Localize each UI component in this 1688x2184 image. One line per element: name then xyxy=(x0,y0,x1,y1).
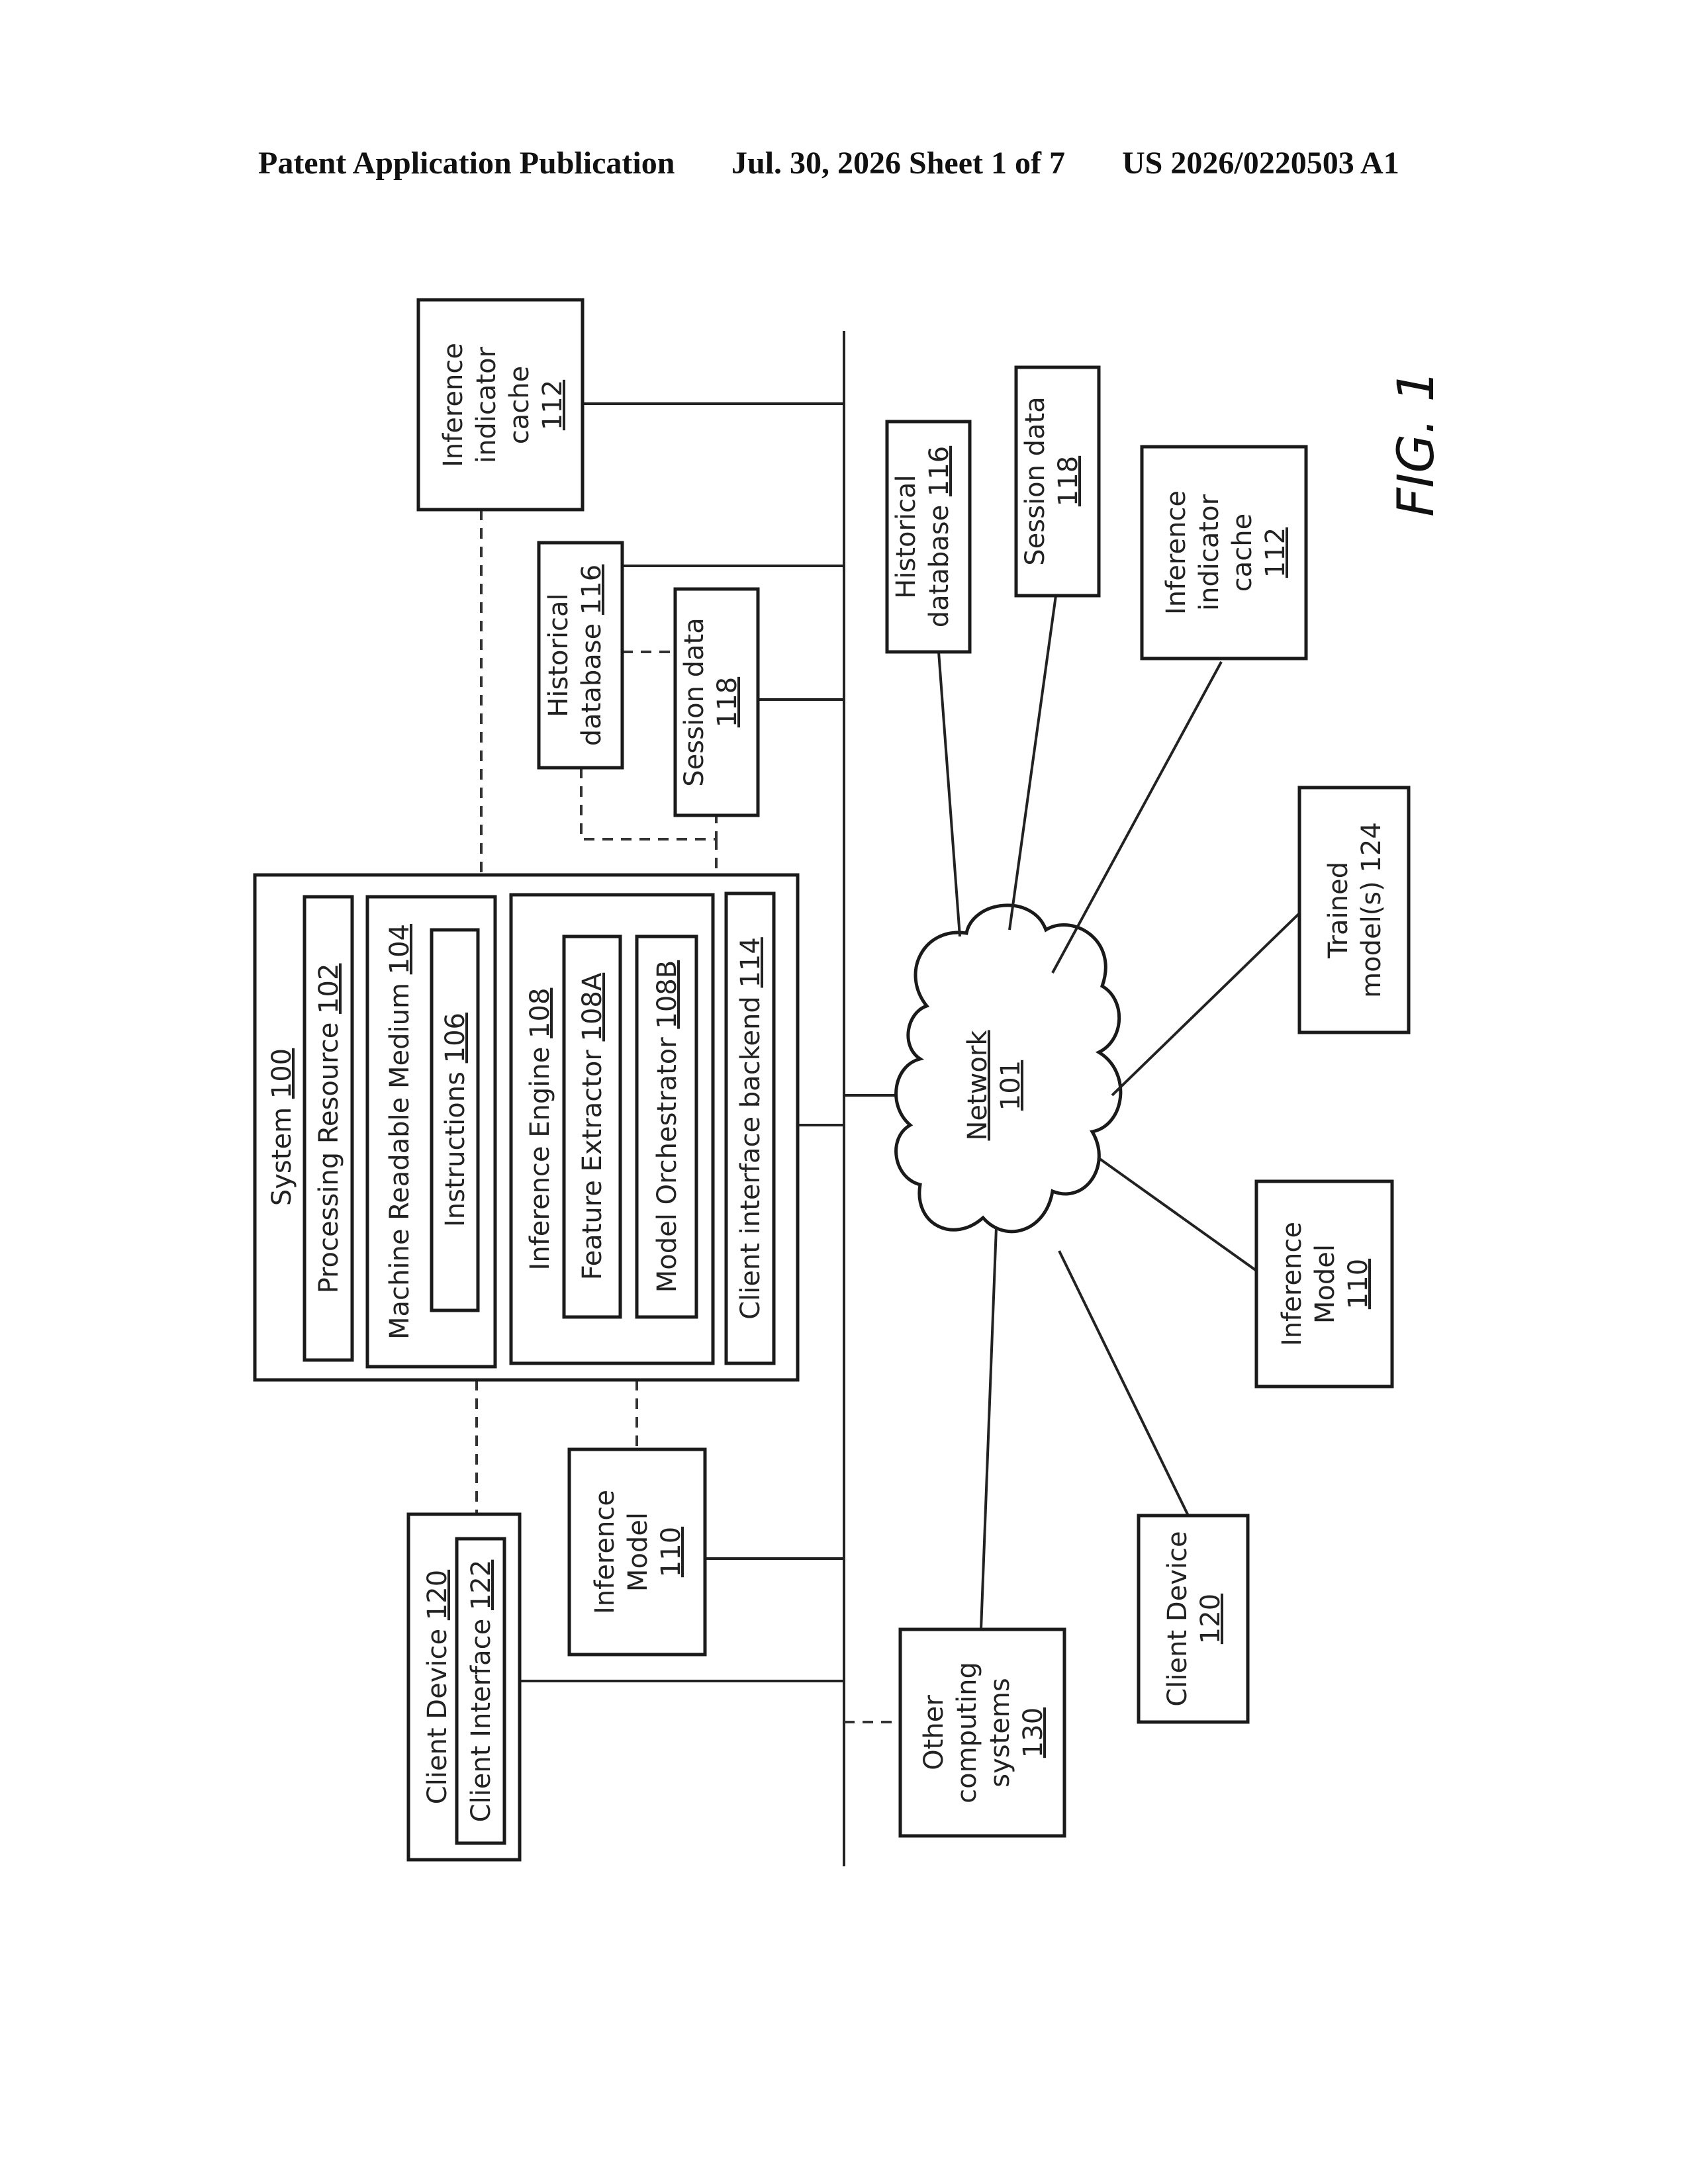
svg-text:Client Interface 122: Client Interface 122 xyxy=(466,1560,496,1823)
svg-text:database 116: database 116 xyxy=(924,446,955,628)
spoke-session xyxy=(1009,596,1056,930)
svg-text:Historical: Historical xyxy=(543,593,574,717)
header-publication: Patent Application Publication xyxy=(258,146,675,181)
svg-text:Inference: Inference xyxy=(590,1490,620,1614)
svg-text:System 100: System 100 xyxy=(267,1048,297,1206)
svg-text:Inference: Inference xyxy=(1277,1222,1307,1346)
svg-text:Other: Other xyxy=(919,1695,949,1770)
svg-text:110: 110 xyxy=(656,1527,686,1577)
medium-label: Machine Readable Medium 104 xyxy=(385,924,415,1340)
instructions-label: Instructions 106 xyxy=(440,1013,471,1227)
spoke-cache xyxy=(1053,662,1221,973)
svg-text:indicator: indicator xyxy=(471,346,502,463)
svg-text:Feature Extractor 108A: Feature Extractor 108A xyxy=(577,972,608,1280)
svg-text:120: 120 xyxy=(1196,1594,1226,1644)
spoke-other xyxy=(981,1228,996,1629)
svg-text:112: 112 xyxy=(538,380,568,430)
model-orchestrator-label: Model Orchestrator 108B xyxy=(652,960,682,1293)
svg-text:Instructions 106: Instructions 106 xyxy=(440,1013,471,1227)
svg-text:Model: Model xyxy=(1310,1244,1340,1324)
spoke-trained xyxy=(1112,910,1303,1095)
svg-text:Trained: Trained xyxy=(1323,862,1354,959)
svg-text:Client interface backend 114: Client interface backend 114 xyxy=(735,937,766,1320)
client-backend-label: Client interface backend 114 xyxy=(735,937,766,1320)
svg-text:FIG. 1: FIG. 1 xyxy=(1386,370,1445,517)
svg-text:118: 118 xyxy=(712,677,743,727)
svg-text:database 116: database 116 xyxy=(577,565,607,747)
header-date-sheet: Jul. 30, 2026 Sheet 1 of 7 xyxy=(731,146,1065,181)
svg-text:Model: Model xyxy=(623,1512,653,1592)
svg-text:model(s) 124: model(s) 124 xyxy=(1356,822,1387,998)
processing-resource-label: Processing Resource 102 xyxy=(314,964,344,1294)
spoke-client-device xyxy=(1059,1251,1188,1516)
svg-text:Client Device: Client Device xyxy=(1162,1531,1193,1706)
svg-text:cache: cache xyxy=(504,366,535,444)
svg-text:cache: cache xyxy=(1227,514,1258,592)
inference-engine-label: Inference Engine 108 xyxy=(525,988,555,1271)
spoke-inference-model xyxy=(1099,1158,1256,1271)
header-pub-number: US 2026/0220503 A1 xyxy=(1122,146,1399,181)
svg-text:Inference: Inference xyxy=(438,343,469,467)
system-label: System 100 xyxy=(267,1048,297,1206)
svg-text:130: 130 xyxy=(1018,1707,1049,1758)
svg-text:110: 110 xyxy=(1343,1259,1374,1309)
svg-text:Inference Engine 108: Inference Engine 108 xyxy=(525,988,555,1271)
svg-text:indicator: indicator xyxy=(1194,494,1225,611)
client-device-label-left: Client Device 120 xyxy=(422,1570,453,1804)
client-device-box-right xyxy=(1139,1516,1248,1722)
svg-text:112: 112 xyxy=(1260,527,1291,578)
feature-extractor-label: Feature Extractor 108A xyxy=(577,972,608,1280)
client-interface-label: Client Interface 122 xyxy=(466,1560,496,1823)
svg-text:Machine Readable Medium 104: Machine Readable Medium 104 xyxy=(385,924,415,1340)
svg-text:Network: Network xyxy=(962,1030,993,1141)
svg-text:101: 101 xyxy=(996,1060,1026,1111)
svg-text:computing: computing xyxy=(952,1662,982,1803)
svg-text:Processing Resource 102: Processing Resource 102 xyxy=(314,964,344,1294)
spoke-historical xyxy=(939,652,960,936)
svg-text:systems: systems xyxy=(985,1678,1015,1787)
svg-text:118: 118 xyxy=(1053,456,1084,506)
figure-label: FIG. 1 xyxy=(1386,370,1445,517)
svg-text:Session data: Session data xyxy=(679,617,710,786)
svg-text:Inference: Inference xyxy=(1161,490,1192,615)
trained-box xyxy=(1299,788,1409,1032)
svg-text:Client Device 120: Client Device 120 xyxy=(422,1570,453,1804)
svg-text:Session data: Session data xyxy=(1020,396,1051,565)
svg-text:Historical: Historical xyxy=(891,475,921,598)
svg-text:Model Orchestrator 108B: Model Orchestrator 108B xyxy=(652,960,682,1293)
